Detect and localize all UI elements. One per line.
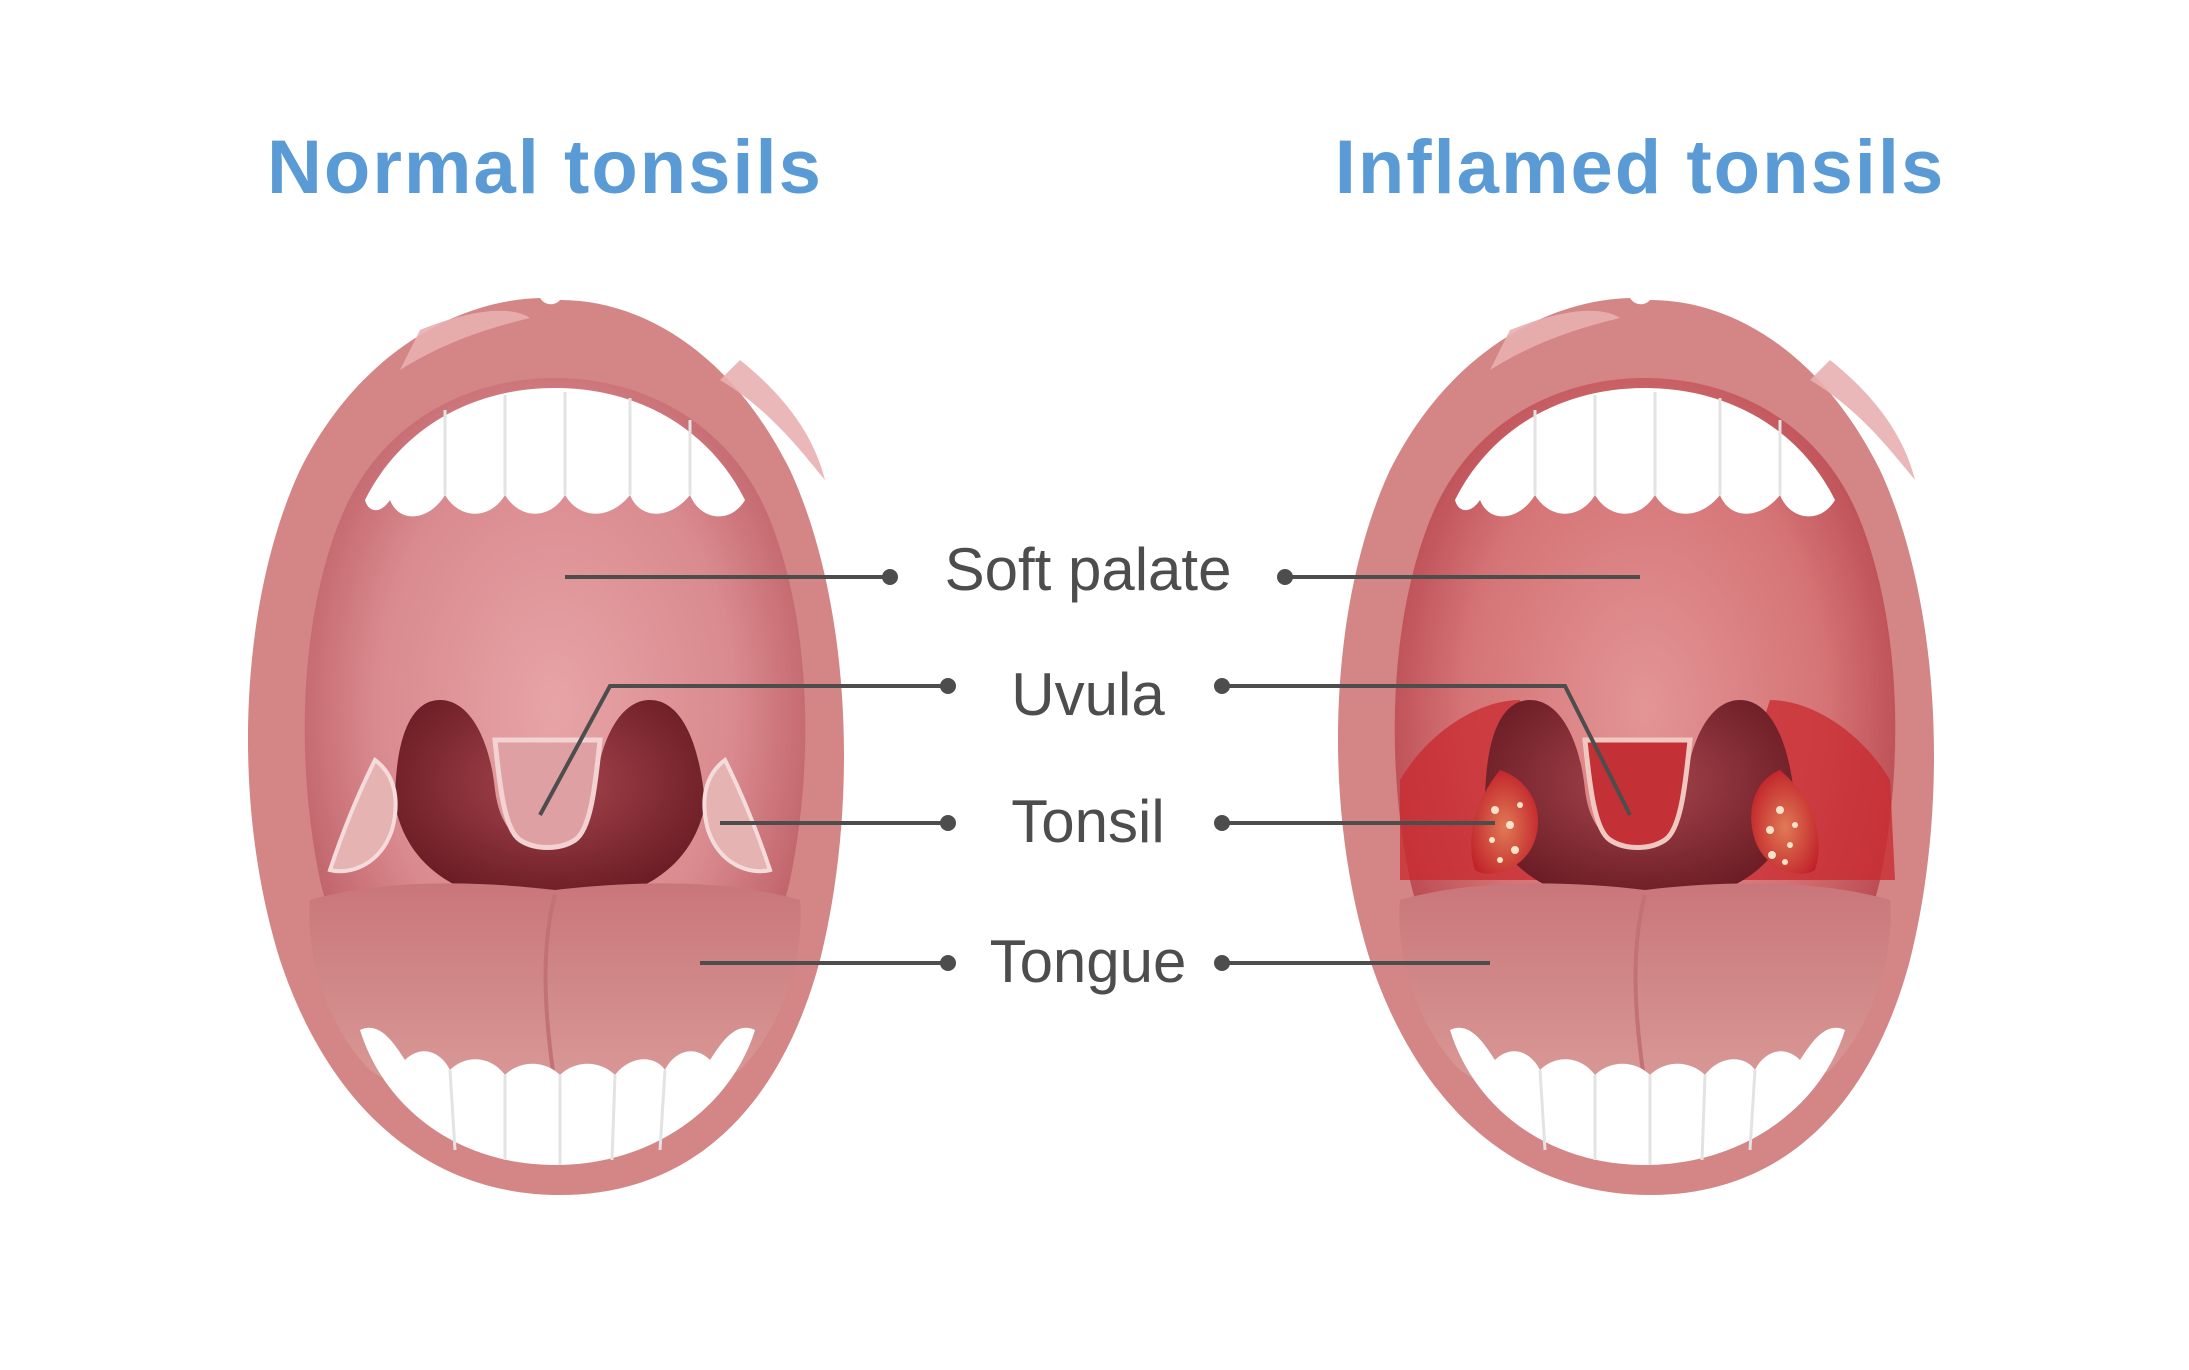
normal-lip-highlight-upper bbox=[400, 310, 530, 370]
normal-tongue bbox=[309, 883, 801, 1096]
normal-tonsil-left bbox=[327, 756, 398, 874]
normal-uvula bbox=[492, 737, 603, 850]
inflamed-tongue bbox=[1399, 883, 1891, 1096]
dot-soft-palate-right bbox=[1277, 569, 1293, 585]
left-leader-lines bbox=[538, 575, 948, 965]
dot-uvula-left bbox=[940, 678, 956, 694]
right-leader-lines bbox=[1222, 575, 1640, 965]
inflamed-tonsil-left bbox=[1471, 770, 1539, 874]
normal-lip-highlight-right bbox=[720, 360, 825, 480]
inflamed-tonsil-spots bbox=[1489, 802, 1798, 865]
dot-soft-palate-left bbox=[882, 569, 898, 585]
inflamed-upper-teeth bbox=[1455, 388, 1835, 517]
inflamed-tonsil-right bbox=[1751, 770, 1819, 874]
left-leader-dots bbox=[882, 569, 956, 971]
normal-tongue-midline bbox=[543, 894, 557, 1086]
normal-upper-teeth-lines bbox=[443, 392, 692, 495]
normal-tonsil-right bbox=[702, 756, 773, 874]
normal-upper-teeth bbox=[365, 388, 745, 517]
normal-throat bbox=[395, 700, 705, 905]
label-tonsil: Tonsil bbox=[1011, 788, 1164, 855]
inflamed-tonsils-title: Inflamed tonsils bbox=[1335, 125, 1946, 210]
inflamed-lip-highlight-upper bbox=[1490, 310, 1620, 370]
dot-tonsil-left bbox=[940, 815, 956, 831]
dot-tonsil-right bbox=[1214, 815, 1230, 831]
inflamed-tongue-midline bbox=[1633, 894, 1647, 1086]
normal-tonsils-title: Normal tonsils bbox=[267, 125, 823, 210]
inflamed-throat bbox=[1485, 700, 1795, 905]
normal-mouth-illustration bbox=[247, 298, 845, 1195]
leader-uvula-left bbox=[538, 684, 948, 816]
inflamed-lower-teeth-lines bbox=[1538, 1069, 1757, 1165]
dot-uvula-right bbox=[1214, 678, 1230, 694]
right-leader-dots bbox=[1214, 569, 1293, 971]
inflamed-upper-teeth-lines bbox=[1533, 392, 1782, 495]
normal-lower-teeth-lines bbox=[448, 1069, 667, 1165]
label-uvula: Uvula bbox=[1011, 661, 1165, 728]
label-tongue: Tongue bbox=[990, 928, 1187, 995]
inflamed-lip-highlight-right bbox=[1810, 360, 1915, 480]
dot-tongue-left bbox=[940, 955, 956, 971]
inflamed-lower-teeth bbox=[1450, 1027, 1845, 1165]
label-soft-palate: Soft palate bbox=[945, 536, 1232, 603]
leader-uvula-right bbox=[1222, 684, 1632, 816]
inflamed-mouth-illustration bbox=[1337, 298, 1934, 1195]
dot-tongue-right bbox=[1214, 955, 1230, 971]
normal-lower-teeth bbox=[360, 1027, 755, 1165]
inflamed-uvula bbox=[1582, 737, 1693, 850]
